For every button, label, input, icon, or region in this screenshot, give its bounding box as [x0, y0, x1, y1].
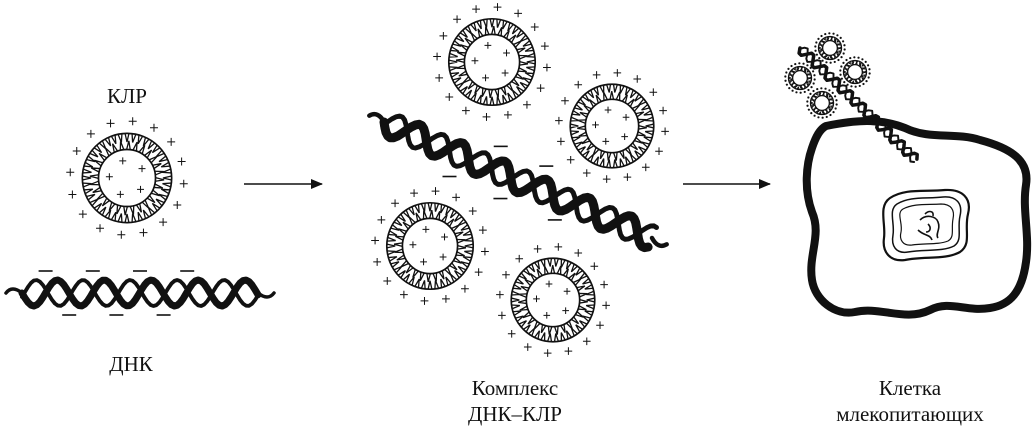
small-liposome [806, 87, 838, 119]
complex-liposome [433, 3, 551, 121]
small-liposome [839, 56, 871, 88]
dna-entering-cell [797, 46, 919, 163]
complex-liposome [496, 243, 610, 357]
cell-membrane [802, 117, 1032, 319]
complex-dna-strand [367, 111, 669, 253]
label-cell-line2: млекопитающих [836, 402, 984, 426]
small-liposome [814, 32, 846, 64]
cell-nucleus [882, 188, 970, 262]
complex-liposome [555, 69, 669, 183]
label-klr: КЛР [107, 84, 147, 108]
cationic-liposome [66, 117, 188, 239]
label-complex-line1: Комплекс [471, 376, 559, 400]
small-liposome [784, 62, 816, 94]
complex-liposome [371, 187, 489, 305]
dna-strand [4, 270, 276, 316]
label-dna: ДНК [109, 352, 153, 376]
label-cell-line1: Клетка [878, 376, 942, 400]
label-complex-line2: ДНК–КЛР [468, 402, 562, 426]
